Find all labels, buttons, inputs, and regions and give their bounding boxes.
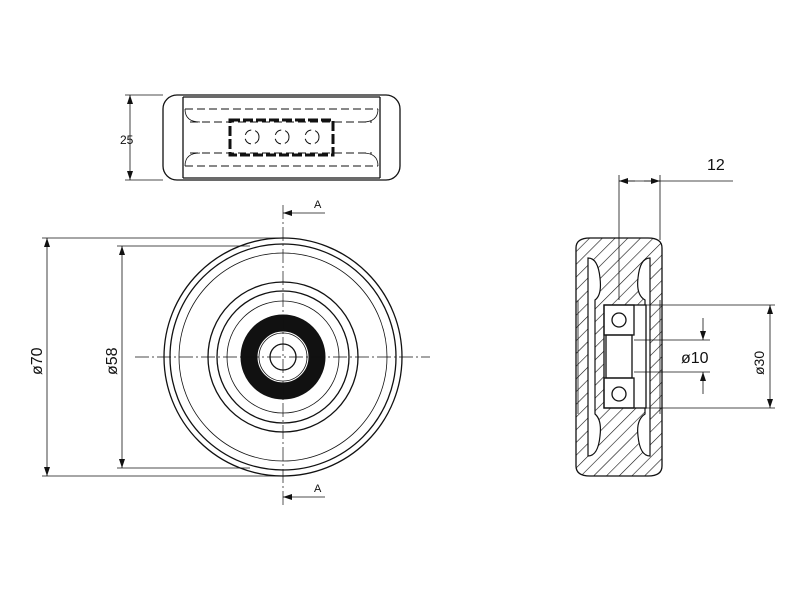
front-view: A A ø70 ø58 xyxy=(29,199,430,505)
dim-width-25: 25 xyxy=(120,133,134,147)
top-view: 25 xyxy=(120,94,401,181)
section-mark-bottom: A xyxy=(314,483,322,495)
section-mark-top: A xyxy=(314,199,322,211)
dim-bore-diameter: ø10 xyxy=(681,350,709,367)
dim-hub-width: 12 xyxy=(707,157,725,174)
dim-tread-diameter: ø58 xyxy=(104,347,121,375)
dim-outer-diameter: ø70 xyxy=(29,347,46,375)
section-view: 12 ø30 ø10 xyxy=(575,157,775,477)
dim-bearing-diameter: ø30 xyxy=(751,351,767,375)
